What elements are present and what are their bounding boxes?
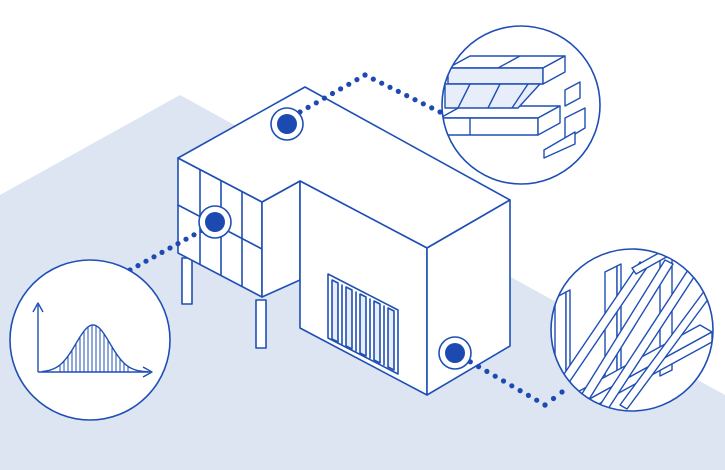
bell-curve	[41, 324, 148, 373]
connector-dot	[517, 388, 523, 394]
rectangular-duct-icon	[442, 55, 586, 159]
connector-dot	[509, 383, 515, 389]
connector-dot	[420, 101, 426, 107]
load-curve-callout	[9, 259, 171, 421]
connector-dot	[346, 81, 352, 87]
connector-dot	[534, 397, 540, 403]
connector-dot	[484, 368, 490, 374]
connector-dot	[354, 77, 360, 83]
connector-dot	[167, 245, 173, 251]
isometric-building	[177, 86, 511, 396]
connector-dot	[412, 97, 418, 103]
connector-dot	[305, 104, 311, 110]
connector-dot	[404, 93, 410, 99]
entrance-fins	[327, 273, 399, 375]
connector-dot	[370, 76, 376, 82]
connector-dot	[159, 249, 165, 255]
roof-hotspot	[270, 107, 304, 141]
connector-dot	[143, 258, 149, 264]
connector-dot	[135, 263, 141, 269]
connector-dot	[395, 88, 401, 94]
facade-hotspot	[198, 205, 232, 239]
x-axis-arrow	[142, 366, 153, 378]
connector-dot	[492, 373, 498, 379]
connector-dot	[559, 389, 565, 395]
connector-dot	[550, 395, 557, 402]
support-column	[255, 299, 267, 349]
bell-curve-chart-icon	[32, 302, 153, 378]
connector-dot	[329, 90, 336, 97]
connector-dot	[338, 86, 344, 92]
curve-hatching	[59, 325, 129, 372]
connector-dot	[437, 109, 443, 115]
connector-dot	[175, 241, 181, 247]
connector-dot	[476, 364, 482, 370]
connector-dot	[429, 105, 435, 111]
connector-dot	[321, 95, 327, 101]
connector-dot	[313, 100, 319, 106]
wall-hotspot	[438, 336, 472, 370]
connector-dot	[379, 80, 385, 86]
connector-dot	[542, 402, 548, 408]
connector-dot	[191, 232, 197, 238]
connector-dot	[183, 236, 189, 242]
connector-dot	[151, 254, 157, 260]
roof-connector	[297, 72, 443, 115]
connector-dot	[525, 392, 532, 398]
connector-dot	[500, 378, 507, 384]
duct-detail-callout	[441, 25, 601, 185]
connector-dot	[387, 84, 393, 90]
connector-dot	[362, 72, 368, 78]
y-axis-arrow	[32, 302, 44, 313]
support-column	[181, 257, 193, 305]
